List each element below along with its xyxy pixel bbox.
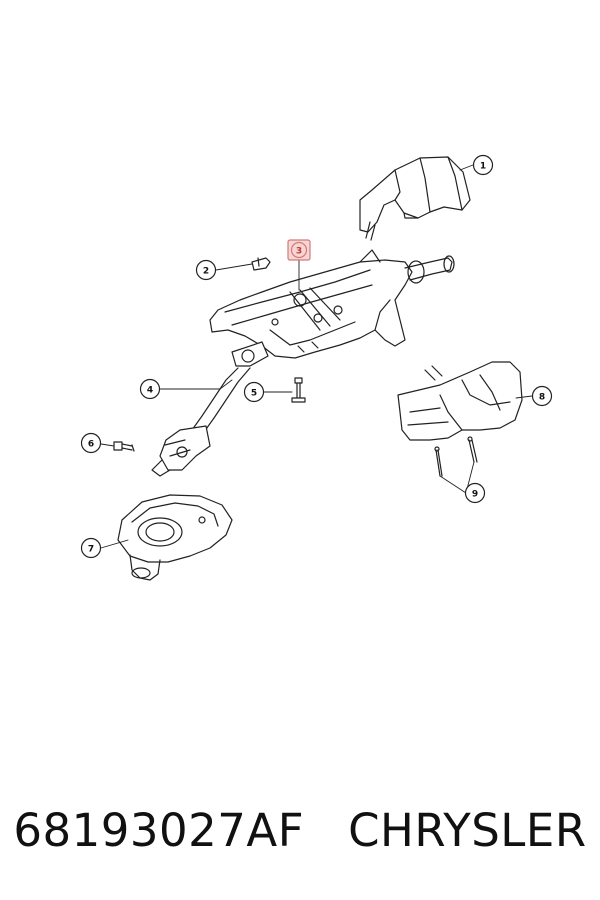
screw-part xyxy=(434,436,478,477)
callout-1-number: 1 xyxy=(480,162,486,172)
lower-shroud-part xyxy=(397,361,523,441)
callout-4: 4 xyxy=(139,378,161,400)
callout-8: 8 xyxy=(531,385,553,407)
callout-7: 7 xyxy=(80,537,102,559)
upper-shroud-part xyxy=(359,156,471,241)
callout-2-number: 2 xyxy=(203,267,209,277)
boot-seal-part xyxy=(117,494,233,581)
callout-5-number: 5 xyxy=(251,389,257,399)
pinch-bolt-part xyxy=(113,441,135,452)
steering-column-diagram: 1 2 3 4 5 6 7 8 9 xyxy=(80,154,553,581)
callout-1: 1 xyxy=(472,154,494,176)
callout-3-number: 3 xyxy=(296,247,302,257)
callout-7-number: 7 xyxy=(88,545,94,555)
callout-6-number: 6 xyxy=(88,440,94,450)
callout-9-number: 9 xyxy=(472,490,478,500)
callout-6: 6 xyxy=(80,432,102,454)
leader-lines xyxy=(100,164,533,549)
footer-caption: 68193027AF CHRYSLER xyxy=(0,790,600,870)
callout-4-number: 4 xyxy=(147,386,153,396)
intermediate-shaft-part xyxy=(151,341,269,477)
part-number: 68193027AF xyxy=(13,803,305,857)
clip-part xyxy=(251,257,271,271)
callout-8-number: 8 xyxy=(539,393,545,403)
bolt-part xyxy=(291,377,306,403)
steering-column-assembly-part xyxy=(209,249,455,359)
callout-5: 5 xyxy=(243,381,265,403)
brand-name: CHRYSLER xyxy=(348,803,587,857)
callout-9: 9 xyxy=(464,482,486,504)
callout-3-highlighted: 3 xyxy=(287,239,311,261)
callout-2: 2 xyxy=(195,259,217,281)
